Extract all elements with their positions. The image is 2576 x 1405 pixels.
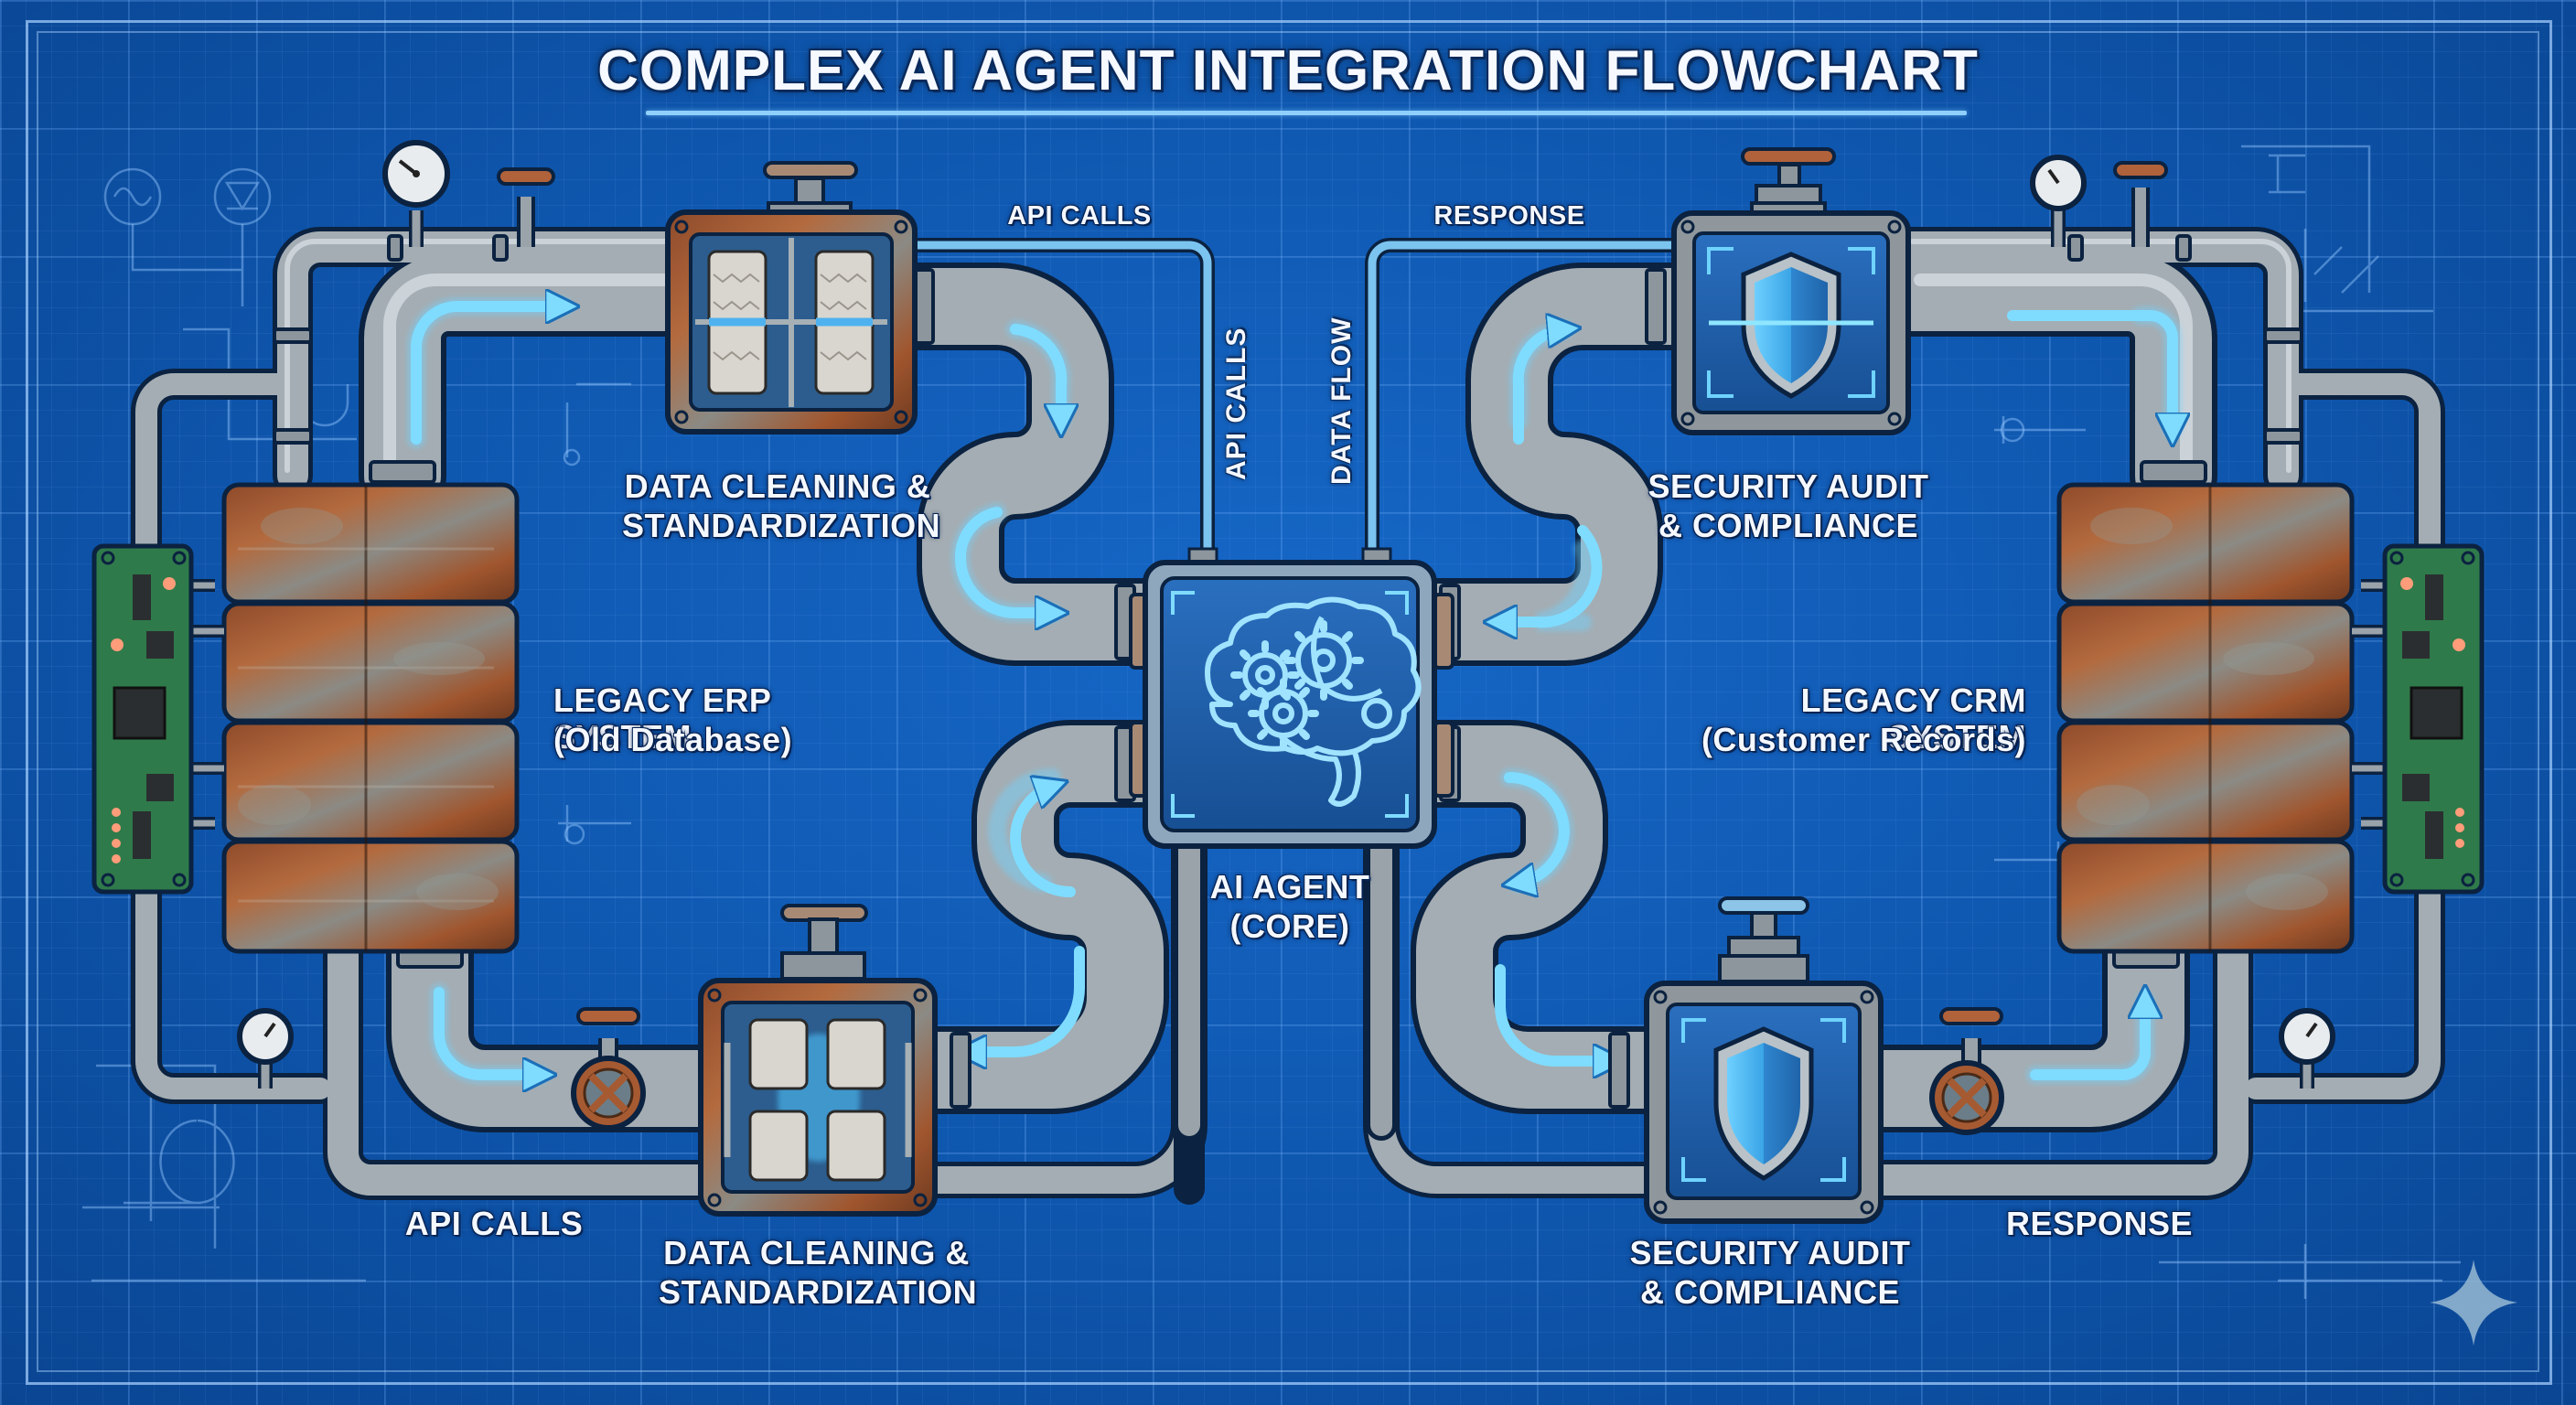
ai-core-box [1129,547,1454,849]
schematic-background-art [82,145,2461,1299]
flow-arrow-cleaning-down [1010,324,1061,421]
legacy-erp-line1: LEGACY ERP SYSTEM [553,681,771,756]
cleaning-top-line2: STANDARDIZATION [622,507,941,544]
brain-gears-icon [1205,596,1422,807]
ai-core-line1: AI AGENT [1209,868,1370,906]
valve-wheel-icon [571,1007,646,1131]
edge-label-vertical-data-flow: DATA FLOW [1326,316,1357,485]
flow-arrow-bottom-left-cleaning [970,946,1085,1052]
flow-arrow-bottom-right-to-crm [2030,1002,2145,1080]
legacy-crm-line1: LEGACY CRM SYSTEM [1800,681,2026,756]
outer-frame [26,20,2552,1385]
legacy-erp-line2: (Old Database) [553,721,793,758]
ai-core-line2: (CORE) [1229,907,1350,945]
flow-arrow-into-core-top-left [954,507,1052,613]
flow-arrow-erp-to-cleaning [411,306,563,445]
data-cleaning-filter-bottom [698,904,938,1217]
edge-label-top-api-calls: API CALLS [1007,201,1152,231]
legacy-erp-tank [221,482,520,954]
diagram-title: COMPLEX AI AGENT INTEGRATION FLOWCHART [597,39,1979,102]
valve-wheel-icon [1929,1007,2004,1135]
flow-arrow-into-core-top-right [1500,525,1603,622]
edge-label-top-response: RESPONSE [1433,201,1585,231]
security-audit-box-bottom [1644,896,1884,1224]
data-cleaning-filter-top [665,161,918,434]
edge-label-bottom-response: RESPONSE [2005,1205,2194,1242]
security-audit-box-top [1671,147,1911,435]
pressure-gauge-icon [382,140,450,247]
pressure-gauge-icon [237,1008,294,1089]
cleaning-top-line1: DATA CLEANING & [624,467,931,505]
flow-arrow-security-up [1512,329,1564,445]
legacy-crm-tank [2056,482,2355,954]
flow-arrow-bottom-right-security [1495,964,1610,1061]
inner-frame [37,31,2539,1372]
valve-handle-icon [497,167,555,247]
edge-label-bottom-api-calls: API CALLS [404,1205,584,1242]
flow-arrow-core-to-bottom-right [1509,772,1571,883]
flow-arrows [407,306,2173,1080]
flow-arrow-security-to-crm [2007,310,2173,430]
legacy-crm-line2: (Customer Records) [1701,721,2026,758]
circuit-board-right [2352,543,2485,895]
cleaning-bottom-line2: STANDARDIZATION [659,1273,978,1311]
title-underline [646,111,1967,115]
circuit-board-left [91,543,224,895]
cleaning-bottom-line1: DATA CLEANING & [663,1234,970,1271]
valve-handle-icon [2113,161,2168,247]
pressure-gauge-icon [2030,155,2087,247]
flow-arrow-core-to-bottom-left [1009,787,1076,897]
security-bottom-line1: SECURITY AUDIT [1629,1234,1911,1271]
security-bottom-line2: & COMPLIANCE [1640,1273,1900,1311]
security-top-line2: & COMPLIANCE [1658,507,1918,544]
security-top-line1: SECURITY AUDIT [1648,467,1929,505]
pressure-gauge-icon [2279,1008,2335,1089]
sparkle-icon [2430,1260,2517,1346]
edge-label-vertical-api-calls: API CALLS [1221,327,1251,480]
flow-arrow-erp-to-bottom-valve [434,987,540,1075]
